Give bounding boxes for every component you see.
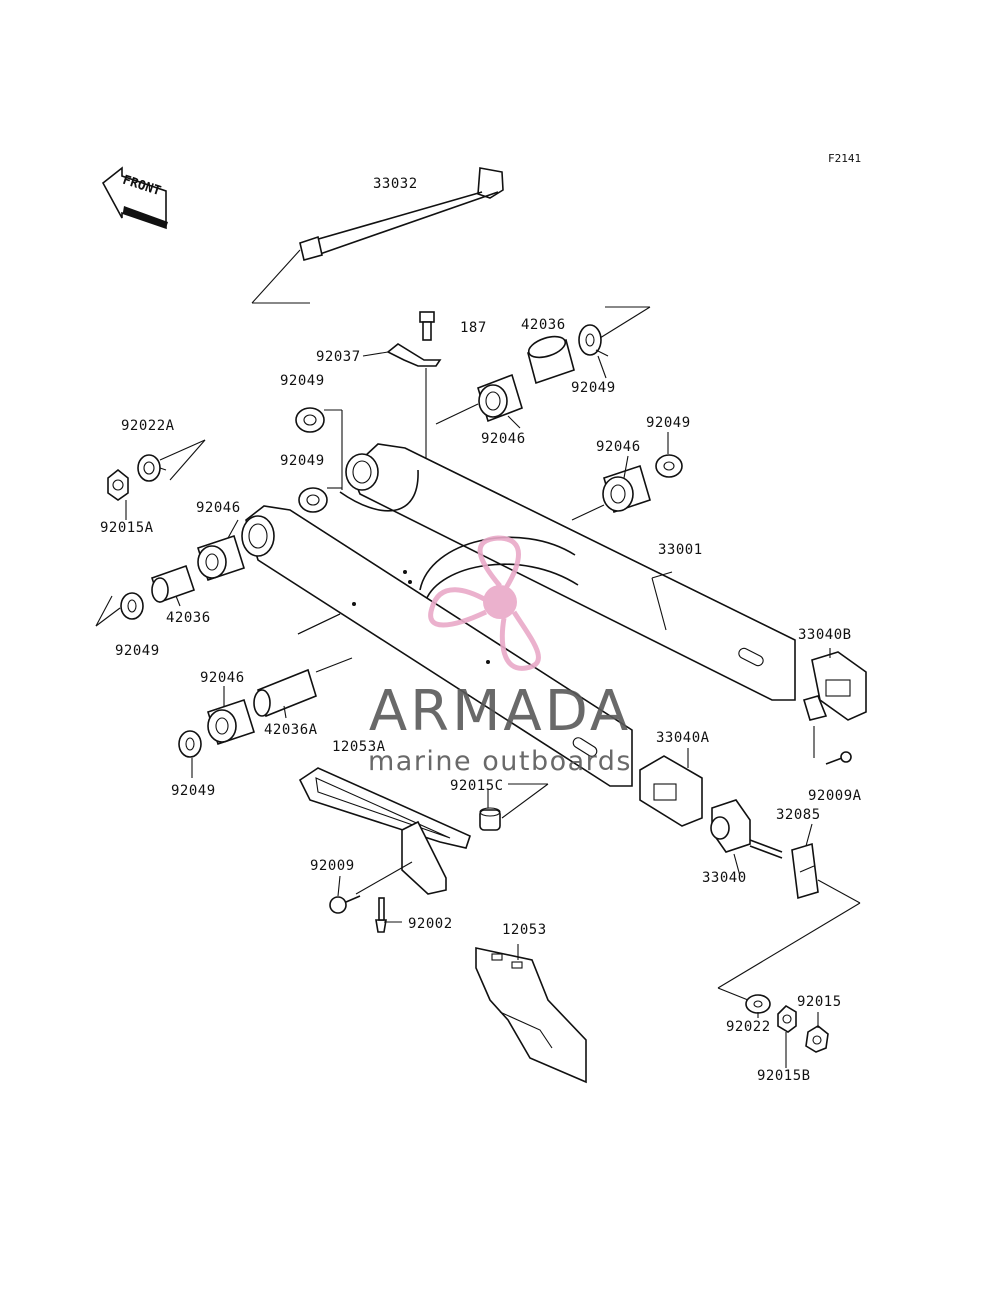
propeller-logo-icon — [428, 535, 541, 671]
part-label: 92046 — [200, 670, 245, 686]
washer-92049-upper — [578, 324, 602, 356]
part-label: 33001 — [658, 542, 703, 558]
adjuster-33040B — [803, 651, 867, 721]
nut-92015B — [777, 1004, 797, 1033]
part-label: 92015B — [757, 1068, 811, 1084]
part-label: 12053A — [332, 739, 386, 755]
washer-92049-l3 — [120, 592, 144, 620]
part-label: 187 — [460, 320, 487, 336]
washer-92049-l4 — [178, 730, 202, 758]
washer-92049-l1 — [295, 407, 325, 433]
clip-92037 — [362, 343, 442, 367]
part-label: 92015A — [100, 520, 154, 536]
figure-code: F2141 — [828, 152, 861, 165]
bearing-92046-l1 — [197, 534, 245, 582]
bolt-92009A — [825, 751, 852, 765]
part-label: 92046 — [196, 500, 241, 516]
chain-guide-12053 — [475, 947, 587, 1084]
part-label: 42036 — [166, 610, 211, 626]
bearing-92046-upper — [477, 373, 523, 423]
block-32085 — [791, 842, 819, 900]
part-label: 92049 — [280, 373, 325, 389]
bushing-42036-upper — [527, 335, 575, 385]
bearing-92046-l2 — [207, 698, 255, 746]
part-label: 92022 — [726, 1019, 771, 1035]
part-label: 33040A — [656, 730, 710, 746]
swing-arm-33001 — [241, 443, 796, 787]
pivot-shaft — [251, 167, 504, 304]
part-label: 32085 — [776, 807, 821, 823]
part-label: 33040 — [702, 870, 747, 886]
part-label: 92015C — [450, 778, 504, 794]
washer-92049-r2 — [655, 454, 683, 478]
part-label: 12053 — [502, 922, 547, 938]
armada-watermark: ARMADA marine outboards — [368, 535, 632, 777]
part-label: 33040B — [798, 627, 852, 643]
bearing-92046-r — [602, 464, 651, 514]
spacer-92015C — [479, 807, 501, 831]
adjuster-33040A — [639, 755, 703, 827]
part-label: 92037 — [316, 349, 361, 365]
part-label: 92049 — [571, 380, 616, 396]
front-arrow-icon: FRONT — [101, 166, 168, 230]
part-label: 92002 — [408, 916, 453, 932]
part-label: 92049 — [280, 453, 325, 469]
part-label: 92009A — [808, 788, 862, 804]
screw-92002 — [375, 897, 387, 933]
part-label: 92046 — [596, 439, 641, 455]
washer-92022A — [137, 454, 161, 482]
watermark-brand: ARMADA — [369, 679, 631, 744]
part-label: 92049 — [171, 783, 216, 799]
part-label: 92015 — [797, 994, 842, 1010]
part-label: 92049 — [115, 643, 160, 659]
part-label: 92046 — [481, 431, 526, 447]
washer-92022 — [745, 994, 771, 1014]
part-label: 42036 — [521, 317, 566, 333]
watermark-tagline: marine outboards — [368, 746, 632, 777]
adjuster-33040 — [710, 799, 783, 859]
washer-92049-l2 — [298, 487, 328, 513]
chain-slipper-12053A — [298, 767, 471, 895]
part-label: 33032 — [373, 176, 418, 192]
part-label: 92049 — [646, 415, 691, 431]
part-label: 92022A — [121, 418, 175, 434]
bushing-42036A — [253, 668, 317, 718]
bolt-187 — [419, 311, 435, 341]
nut-92015A — [107, 468, 129, 501]
nut-92015 — [805, 1025, 829, 1053]
part-label: 42036A — [264, 722, 318, 738]
part-label: 92009 — [310, 858, 355, 874]
bolt-92009 — [329, 895, 361, 914]
bushing-42036-l — [150, 564, 196, 604]
